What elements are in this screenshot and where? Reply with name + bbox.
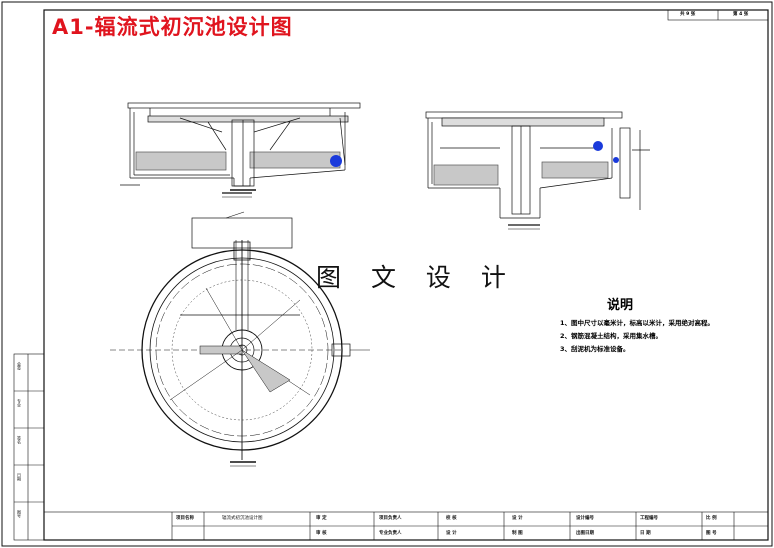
tb-cell: 审 核 — [316, 531, 327, 536]
tb-cell: 项目负责人 — [379, 516, 402, 521]
tb-cell: 工程编号 — [640, 516, 658, 521]
watermark-text: 图 文 设 计 — [316, 263, 517, 292]
drawing-title: A1-辐流式初沉池设计图 — [52, 15, 293, 39]
section-view-right — [425, 111, 650, 219]
valve-right — [593, 141, 603, 151]
tb-cell: 设计编号 — [576, 516, 594, 521]
sheet-number-box — [667, 9, 769, 21]
tb-cell: 专业负责人 — [379, 531, 402, 536]
side-label: 图号 — [17, 510, 22, 518]
side-label: 专业 — [17, 399, 22, 407]
plan-view — [110, 211, 370, 467]
sheet-page: 第 4 张 — [733, 12, 749, 17]
note-item: 2、钢筋混凝土结构，采用集水槽。 — [560, 332, 663, 340]
tb-cell: 出图日期 — [576, 531, 594, 536]
tb-cell: 设 计 — [446, 531, 457, 536]
tb-cell: 比 例 — [706, 516, 717, 521]
drawing-name: 辐流式初沉池设计图 — [222, 516, 263, 521]
tb-cell: 制 图 — [512, 531, 523, 536]
notes-heading: 说明 — [606, 298, 633, 313]
valve-left — [330, 155, 342, 167]
tb-cell: 图 号 — [706, 531, 717, 536]
tb-cell: 日 期 — [640, 531, 651, 536]
tb-cell: 审 定 — [316, 516, 327, 521]
title-bar-right — [508, 224, 540, 230]
note-item: 1、图中尺寸以毫米计，标高以米计，采用绝对高程。 — [560, 319, 715, 327]
note-item: 3、刮泥机为标准设备。 — [560, 345, 630, 353]
side-label: 会签 — [17, 362, 22, 370]
title-bar-left — [222, 192, 252, 198]
tb-cell: 校 核 — [446, 516, 457, 521]
outlet-right — [613, 157, 619, 163]
project-name-label: 项目名称 — [176, 516, 194, 521]
section-view-left — [120, 102, 361, 191]
tb-cell: 设 计 — [512, 516, 523, 521]
design-notes: 说明 1、图中尺寸以毫米计，标高以米计，采用绝对高程。 2、钢筋混凝土结构，采用… — [560, 294, 750, 356]
sheet-total: 共 9 张 — [680, 12, 696, 17]
side-signoff-box — [13, 353, 45, 541]
side-label: 日期 — [17, 473, 22, 481]
side-label: 签名 — [17, 436, 22, 444]
title-block-grid — [43, 511, 769, 541]
